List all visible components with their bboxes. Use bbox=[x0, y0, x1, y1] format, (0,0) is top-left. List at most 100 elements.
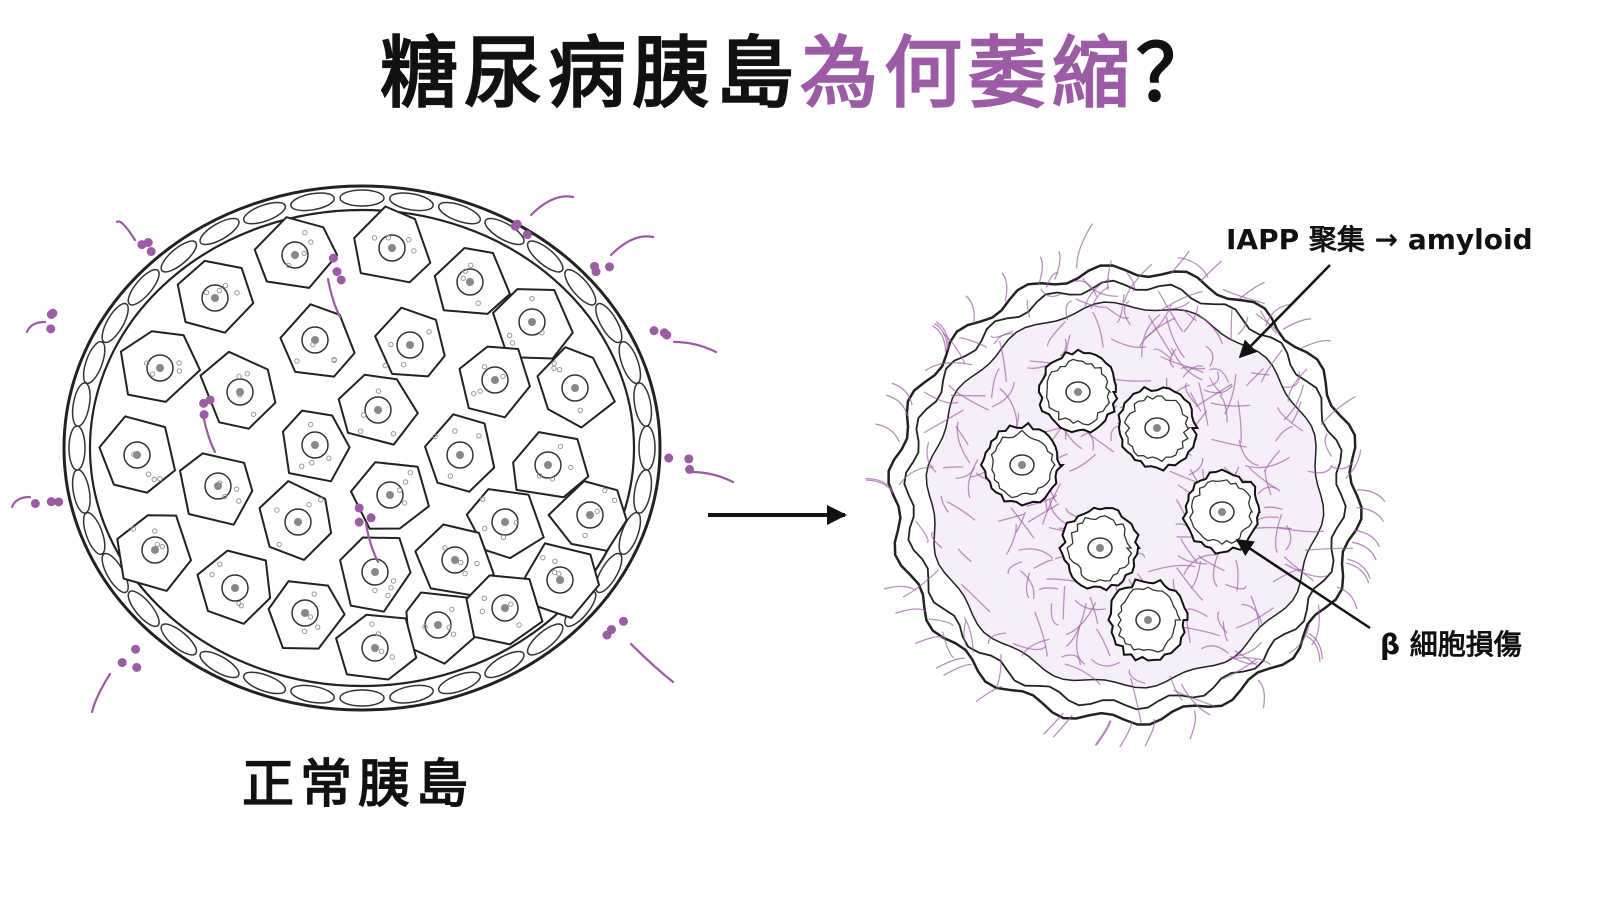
granule-dot bbox=[590, 261, 600, 271]
boundary-cell bbox=[484, 217, 525, 246]
amyloid-whisker bbox=[865, 479, 894, 494]
cell-granule bbox=[236, 373, 242, 380]
damaged-cell-nucleolus bbox=[1074, 388, 1082, 396]
cell-granule bbox=[360, 412, 367, 418]
cell-granule bbox=[582, 532, 588, 539]
cell-granule bbox=[475, 300, 481, 306]
amyloid-fiber bbox=[1217, 611, 1228, 634]
granule-trail bbox=[689, 470, 735, 484]
cell-granule bbox=[222, 493, 228, 500]
granule-dot bbox=[366, 513, 376, 523]
amyloid-fiber bbox=[928, 618, 955, 627]
cell-granule bbox=[301, 250, 307, 257]
amyloid-fiber bbox=[1230, 641, 1262, 658]
amyloid-fiber bbox=[1264, 506, 1283, 511]
boundary-cell bbox=[564, 268, 597, 306]
cell-granule bbox=[216, 287, 223, 294]
cell-granule bbox=[159, 543, 166, 550]
cell-nucleolus bbox=[311, 441, 319, 449]
amyloid-fiber bbox=[1288, 623, 1310, 655]
cell-granule bbox=[238, 602, 245, 609]
amyloid-fiber bbox=[1222, 621, 1229, 642]
amyloid-whisker bbox=[1199, 260, 1222, 282]
amyloid-fiber bbox=[1138, 317, 1176, 347]
cell-granule bbox=[458, 559, 464, 566]
cell-granule bbox=[536, 473, 543, 479]
amyloid-fiber bbox=[1237, 316, 1249, 336]
cell-granule bbox=[406, 236, 412, 243]
amyloid-fiber bbox=[1238, 439, 1259, 467]
cell-granule bbox=[149, 371, 156, 377]
cell-granule bbox=[513, 519, 520, 526]
amyloid-fiber bbox=[1264, 469, 1272, 496]
cell-granule bbox=[556, 571, 562, 577]
cell-nucleolus bbox=[371, 644, 379, 652]
granule-dot bbox=[131, 644, 141, 654]
cell-granule bbox=[549, 476, 556, 482]
cell-granule bbox=[552, 558, 558, 564]
cell-granule bbox=[144, 360, 150, 366]
amyloid-fiber bbox=[1018, 548, 1054, 559]
cell-granule bbox=[307, 421, 314, 428]
cell-granule bbox=[396, 487, 403, 494]
amyloid-fiber bbox=[1195, 383, 1233, 408]
amyloid-whisker bbox=[1336, 586, 1358, 610]
amyloid-fiber bbox=[957, 548, 972, 563]
cell-nucleolus bbox=[211, 294, 219, 302]
boundary-cell bbox=[618, 511, 642, 556]
amyloid-fiber bbox=[924, 362, 973, 372]
cell-granule bbox=[250, 411, 257, 417]
cell-granule bbox=[217, 561, 223, 567]
amyloid-fiber bbox=[1157, 290, 1184, 332]
cell-granule bbox=[401, 500, 408, 506]
amyloid-fiber bbox=[995, 654, 1002, 688]
amyloid-fiber bbox=[1090, 286, 1110, 310]
cell-granule bbox=[203, 289, 210, 296]
normal-islet-illustration bbox=[10, 184, 735, 714]
cell-nucleolus bbox=[231, 584, 239, 592]
title-question-mark: ？ bbox=[1136, 29, 1221, 119]
normal-islet-cells bbox=[98, 205, 628, 681]
amyloid-fiber bbox=[1180, 538, 1198, 563]
cell-granule bbox=[557, 443, 564, 450]
cell-granule bbox=[568, 464, 574, 471]
cell-granule bbox=[540, 554, 546, 561]
cell-granule bbox=[551, 360, 557, 367]
granule-dot bbox=[664, 453, 674, 463]
normal-islet-inner-membrane bbox=[88, 208, 636, 688]
amyloid-fiber bbox=[1007, 561, 1023, 575]
amyloid-fiber bbox=[930, 531, 943, 549]
cell-granule bbox=[234, 290, 240, 296]
amyloid-fiber bbox=[1190, 561, 1202, 589]
amyloid-fiber bbox=[993, 333, 1015, 345]
amyloid-fiber bbox=[1283, 371, 1301, 388]
amyloid-fiber bbox=[1105, 306, 1130, 320]
cell-granule bbox=[209, 571, 215, 578]
amyloid-whisker bbox=[1351, 541, 1377, 561]
amyloid-fiber bbox=[1330, 460, 1355, 470]
amyloid-fiber bbox=[1234, 650, 1260, 669]
cell-granule bbox=[390, 578, 397, 584]
amyloid-fiber bbox=[914, 520, 929, 544]
cell-granule bbox=[500, 373, 506, 380]
cell-granule bbox=[222, 282, 229, 289]
cell-granule bbox=[611, 497, 618, 503]
amyloid-whisker bbox=[1257, 679, 1266, 709]
amyloid-fiber bbox=[902, 569, 940, 598]
amyloid-whisker bbox=[1239, 281, 1265, 300]
boundary-cell bbox=[595, 302, 623, 344]
cell-granule bbox=[476, 433, 482, 439]
granule-dot bbox=[354, 517, 364, 527]
boundary-cell bbox=[160, 623, 198, 656]
cell-granule bbox=[577, 407, 583, 413]
beta-pointer-arrow bbox=[1235, 538, 1371, 630]
amyloid-fiber bbox=[1038, 587, 1059, 591]
cell-granule bbox=[462, 570, 468, 577]
amyloid-fiber bbox=[1203, 384, 1233, 394]
damaged-cell-inner bbox=[1045, 358, 1112, 426]
cell-granule bbox=[385, 235, 392, 241]
cell-granule bbox=[480, 496, 486, 502]
granule-dot bbox=[685, 464, 695, 474]
granule-dot bbox=[199, 410, 209, 420]
amyloid-fiber bbox=[948, 384, 989, 411]
